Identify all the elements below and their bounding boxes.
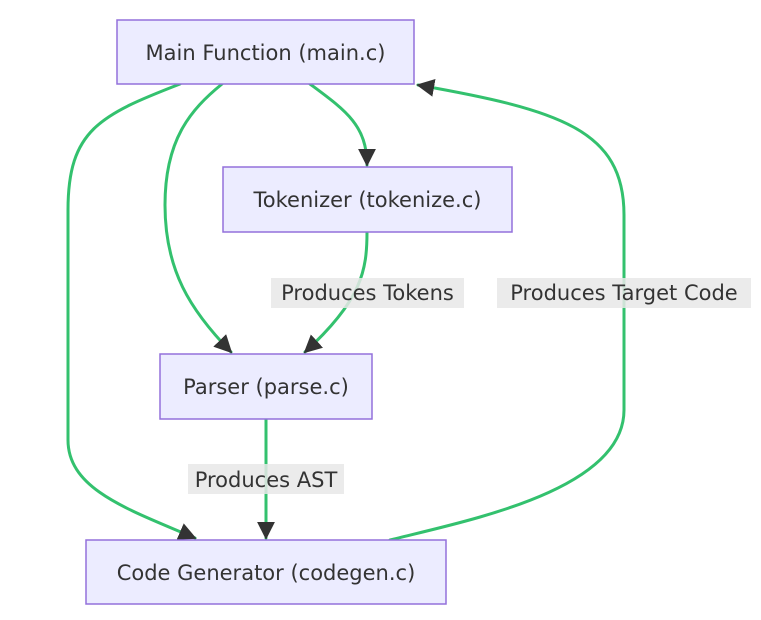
edge-label-produces-target-code: Produces Target Code	[497, 278, 751, 308]
node-code-generator[interactable]: Code Generator (codegen.c)	[85, 539, 447, 605]
edge-label-text: Produces Tokens	[281, 281, 454, 305]
edge-main-to-codegen	[66, 82, 197, 540]
node-parser[interactable]: Parser (parse.c)	[159, 353, 373, 420]
edge-main-to-parser	[163, 82, 233, 354]
node-label: Main Function (main.c)	[146, 41, 386, 65]
edge-main-to-tokenizer	[308, 82, 376, 167]
node-tokenizer[interactable]: Tokenizer (tokenize.c)	[222, 166, 513, 233]
edge-label-produces-tokens: Produces Tokens	[271, 278, 464, 308]
node-label: Tokenizer (tokenize.c)	[253, 188, 482, 212]
edge-label-text: Produces AST	[195, 468, 338, 492]
node-label: Parser (parse.c)	[183, 375, 349, 399]
node-main-function[interactable]: Main Function (main.c)	[116, 19, 415, 85]
edge-label-text: Produces Target Code	[510, 281, 737, 305]
edge-label-produces-ast: Produces AST	[188, 464, 344, 494]
node-label: Code Generator (codegen.c)	[117, 561, 416, 585]
edge-codegen-to-main	[388, 78, 626, 542]
